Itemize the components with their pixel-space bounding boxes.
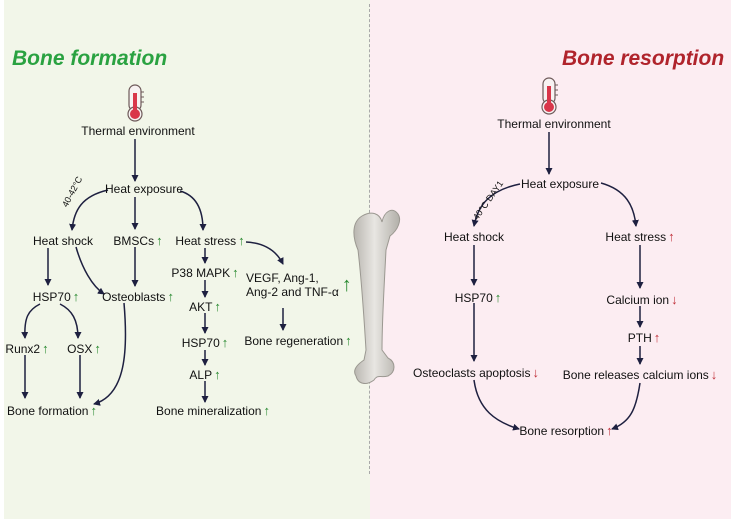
down-arrow-icon: ↓ — [671, 292, 678, 307]
node-label: Bone releases calcium ions — [562, 368, 709, 382]
thermometer-icon — [127, 84, 144, 122]
node-label: Bone regeneration — [244, 334, 344, 348]
heat-shock-left: Heat shock — [33, 234, 93, 248]
arrow-heat-shock-to-osteoblasts — [75, 246, 105, 295]
osteoclasts-apoptosis-node: Osteoclasts apoptosis↓ — [413, 365, 539, 381]
heat-shock-right: Heat shock — [444, 230, 504, 244]
bone-formation-title: Bone formation — [12, 47, 168, 70]
up-arrow-icon: ↑ — [156, 233, 163, 248]
node-label: Thermal environment — [497, 117, 611, 131]
arrow-hsp70-to-osx — [59, 303, 82, 339]
bone-resorption-node: Bone resorption↑ — [519, 423, 613, 439]
alp-node: ALP↑ — [189, 367, 221, 383]
arrow-r-exposure-to-heat-stress — [600, 182, 639, 227]
up-arrow-icon: ↑ — [345, 333, 352, 348]
up-arrow-icon: ↑ — [606, 423, 613, 438]
up-arrow-icon: ↑ — [238, 233, 245, 248]
hsp70-right: HSP70↑ — [454, 290, 502, 306]
bone-formation-node: Bone formation↑ — [7, 403, 97, 419]
p38-mapk-node: P38 MAPK↑ — [171, 265, 239, 281]
bone-mineralization-node: Bone mineralization↑ — [156, 403, 270, 419]
runx2-node: Runx2↑ — [5, 341, 49, 357]
node-label: Ang-2 and TNF-α — [246, 285, 339, 299]
pth-node: PTH↑ — [627, 330, 661, 346]
up-arrow-icon: ↑ — [653, 330, 661, 345]
hsp70-left-b: HSP70↑ — [181, 335, 229, 351]
heat-stress-left: Heat stress↑ — [175, 233, 245, 249]
node-label: Osteoclasts apoptosis — [413, 366, 531, 380]
bone-regeneration-node: Bone regeneration↑ — [244, 333, 352, 349]
arrow-exposure-to-heat-stress — [179, 190, 207, 231]
up-arrow-icon: ↑ — [494, 290, 502, 305]
up-arrow-icon: ↑ — [90, 403, 97, 418]
arrow-hsp70-to-runx2 — [21, 303, 41, 339]
arrow-heat-stress-to-vegf — [245, 241, 284, 265]
up-arrow-icon: ↑ — [72, 289, 80, 304]
node-label: BMSCs — [113, 234, 155, 248]
up-arrow-icon: ↑ — [214, 299, 221, 314]
heat-stress-right: Heat stress↑ — [605, 229, 675, 245]
node-label: Heat exposure — [104, 182, 184, 196]
node-label: Heat stress — [605, 230, 667, 244]
node-label: P38 MAPK — [171, 266, 231, 280]
node-label: ALP — [189, 368, 213, 382]
up-arrow-icon: ↑ — [668, 229, 675, 244]
up-arrow-icon: ↑ — [167, 289, 174, 304]
node-label: Heat stress — [175, 234, 237, 248]
heat-exposure-right: Heat exposure — [521, 177, 599, 191]
node-label: Heat shock — [443, 230, 505, 244]
vegf-ang-tnf-node: VEGF, Ang-1, Ang-2 and TNF-α ↑ — [246, 271, 352, 299]
arrow-osteoblasts-to-bone-formation — [93, 302, 127, 406]
node-label: Bone formation — [7, 404, 89, 418]
node-label: HSP70 — [32, 290, 71, 304]
down-arrow-icon: ↓ — [710, 367, 718, 382]
node-label: Runx2 — [5, 342, 41, 356]
node-label: HSP70 — [181, 336, 220, 350]
hsp70-left-a: HSP70↑ — [32, 289, 80, 305]
heat-exposure-left: Heat exposure — [105, 182, 183, 196]
thermometer-icon — [541, 77, 558, 115]
node-label: Calcium ion — [606, 293, 670, 307]
arrow-exposure-to-heat-shock — [69, 189, 109, 231]
arrow-r-releases-to-resorption — [611, 382, 641, 431]
node-label: OSX — [67, 342, 93, 356]
up-arrow-icon: ↑ — [221, 335, 229, 350]
bone-formation-panel — [4, 0, 370, 519]
node-label: HSP70 — [454, 291, 493, 305]
up-arrow-icon: ↑ — [42, 341, 49, 356]
akt-node: AKT↑ — [189, 299, 221, 315]
up-arrow-icon: ↑ — [341, 274, 352, 296]
arrow-r-apoptosis-to-resorption — [473, 379, 520, 431]
node-label: Thermal environment — [81, 124, 195, 138]
bone-resorption-title: Bone resorption — [562, 47, 725, 70]
bone-releases-calcium-node: Bone releases calcium ions↓ — [562, 367, 718, 383]
up-arrow-icon: ↑ — [232, 265, 239, 280]
thermal-environment-left: Thermal environment — [81, 124, 194, 138]
node-label: Osteoblasts — [102, 290, 166, 304]
up-arrow-icon: ↑ — [214, 367, 221, 382]
node-label: Heat exposure — [520, 177, 600, 191]
node-label: AKT — [189, 300, 213, 314]
arrow-r-exposure-to-heat-shock — [471, 183, 521, 227]
node-label: Bone mineralization — [156, 404, 262, 418]
bmscs-node: BMSCs↑ — [113, 233, 163, 249]
node-label: Heat shock — [32, 234, 94, 248]
up-arrow-icon: ↑ — [263, 403, 270, 418]
thermal-environment-right: Thermal environment — [497, 117, 610, 131]
node-label: Bone resorption — [519, 424, 605, 438]
osteoblasts-node: Osteoblasts↑ — [102, 289, 174, 305]
osx-node: OSX↑ — [67, 341, 101, 357]
down-arrow-icon: ↓ — [532, 365, 539, 380]
node-label: VEGF, Ang-1, — [246, 271, 319, 285]
calcium-ion-node: Calcium ion↓ — [606, 292, 678, 308]
up-arrow-icon: ↑ — [94, 341, 101, 356]
node-label: PTH — [627, 331, 652, 345]
